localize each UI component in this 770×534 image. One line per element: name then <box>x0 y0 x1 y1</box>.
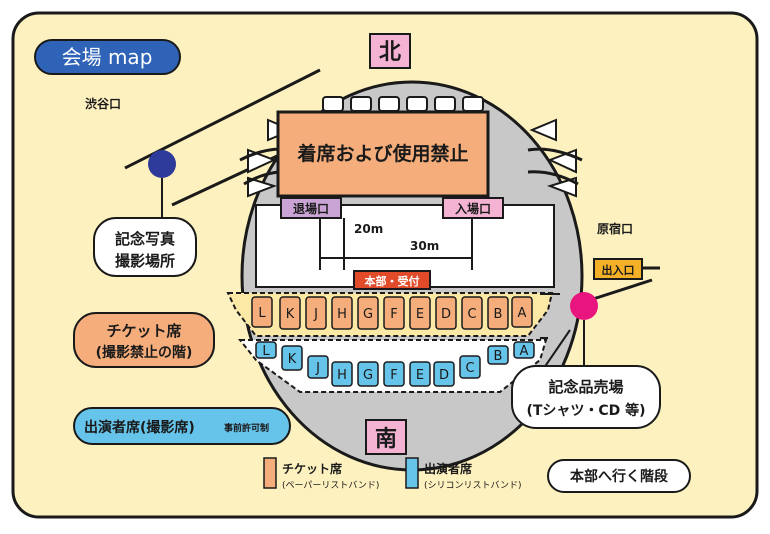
ticket-row-f-seat-label: F <box>390 307 397 322</box>
ticket-row-k-seat-label: K <box>286 307 295 322</box>
goods-callout-line1: 記念品売場 <box>548 378 623 396</box>
exit-box <box>280 197 342 219</box>
performer-row-l-seat <box>255 341 277 359</box>
ticket-row-b-seat <box>487 296 509 330</box>
ticket-row-j-seat-label: J <box>313 307 318 322</box>
legend-performer-title: 出演者席 <box>424 461 472 476</box>
ticket-seats: AB C D E F G H J K L <box>251 296 533 330</box>
stage-block <box>276 110 490 198</box>
performer-callout-note: 事前許可制 <box>224 422 269 434</box>
ticket-callout <box>73 312 215 368</box>
legend-ticket-title: チケット席 <box>282 461 342 476</box>
ticket-row-h-seat-label: H <box>337 307 347 322</box>
ticket-callout-line2: (撮影禁止の階) <box>96 344 193 361</box>
map-title-pill <box>34 39 181 75</box>
performer-row-a-seat <box>513 341 535 359</box>
gate-exit-label: 出入口 <box>602 263 635 277</box>
ticket-row-e-seat-label: E <box>416 307 424 322</box>
ticket-row-l-seat-label: L <box>258 306 266 321</box>
ticket-row-a-seat <box>511 296 533 328</box>
gate-exit-box <box>593 258 643 280</box>
ticket-row-a-seat-label: A <box>518 306 527 321</box>
performer-row-c-seat <box>459 355 481 379</box>
dimension-lines <box>319 218 473 270</box>
performer-row-g-seat <box>357 361 379 387</box>
performer-row-g-seat-label: G <box>363 368 373 383</box>
exit-label: 退場口 <box>293 201 329 216</box>
stairs-label: 本部へ行く階段 <box>570 468 668 485</box>
performer-row-b-seat <box>487 345 509 365</box>
ticket-row-f-seat <box>383 296 405 330</box>
performer-callout <box>73 407 291 445</box>
ticket-row-h-seat <box>331 296 353 330</box>
legend-performer-sub: (シリコンリストバンド) <box>424 480 521 491</box>
ticket-row-d-seat <box>435 296 457 330</box>
north-label: 北 <box>379 40 401 65</box>
photo-callout-line2: 撮影場所 <box>115 252 175 270</box>
upper-seats <box>322 96 484 112</box>
performer-row-e-seat <box>409 361 431 387</box>
performer-row-j-seat-label: J <box>315 361 320 376</box>
stairs-pill <box>547 459 691 493</box>
performer-row-k-seat <box>281 345 303 371</box>
performer-row-h-seat <box>331 361 353 387</box>
ticket-row-c-seat-label: C <box>467 307 476 322</box>
performer-row-c-seat-label: C <box>465 361 474 376</box>
ticket-row-g-seat <box>357 296 379 330</box>
performer-row-d-seat <box>433 361 455 387</box>
photo-callout-line1: 記念写真 <box>115 230 175 248</box>
performer-row-k-seat-label: K <box>288 352 297 367</box>
entry-label: 入場口 <box>455 201 491 216</box>
ticket-row-e-seat <box>409 296 431 330</box>
ticket-callout-line1: チケット席 <box>106 322 181 340</box>
ticket-row-l-seat <box>251 296 273 328</box>
performer-seats: A B C DE F G H J K L <box>255 341 535 387</box>
ticket-row-j-seat <box>305 296 327 330</box>
map-title: 会場 map <box>62 45 153 69</box>
performer-row-l-seat-label: L <box>262 344 270 359</box>
legend-performer-swatch <box>405 457 419 489</box>
performer-row-h-seat-label: H <box>337 368 347 383</box>
performer-row-f-seat <box>383 361 405 387</box>
harajuku-gate-label: 原宿口 <box>597 221 633 236</box>
performer-row-j-seat <box>307 355 329 379</box>
goods-callout-line2: (Tシャツ・CD 等) <box>526 402 645 419</box>
ticket-row-g-seat-label: G <box>363 307 373 322</box>
stage-label: 着席および使用禁止 <box>297 142 468 165</box>
ticket-row-c-seat <box>461 296 483 330</box>
ticket-row-k-seat <box>279 296 301 330</box>
performer-row-f-seat-label: F <box>390 368 397 383</box>
shibuya-gate-label: 渋谷口 <box>85 96 121 111</box>
legend-ticket-sub: (ペーパーリストバンド) <box>282 480 379 491</box>
goods-callout <box>511 365 661 429</box>
ticket-row-b-seat-label: B <box>494 307 503 322</box>
ticket-row-d-seat-label: D <box>441 307 451 322</box>
performer-callout-main: 出演者席(撮影席) <box>84 419 195 436</box>
vertical-dimension: 20m <box>354 222 383 236</box>
performer-row-d-seat-label: D <box>439 368 449 383</box>
performer-row-e-seat-label: E <box>416 368 424 383</box>
south-label: 南 <box>375 427 397 452</box>
performer-row-a-seat-label: A <box>520 344 529 359</box>
legend-ticket-swatch <box>263 457 277 489</box>
goods-stand-marker <box>570 292 598 320</box>
south-badge <box>365 419 407 455</box>
performer-row-b-seat-label: B <box>494 349 503 364</box>
reception-label: 本部・受付 <box>365 274 420 288</box>
north-badge <box>369 33 411 69</box>
photo-callout <box>93 217 197 277</box>
photo-spot-marker <box>148 150 176 178</box>
horizontal-dimension: 30m <box>410 239 439 253</box>
reception-box <box>353 270 431 290</box>
